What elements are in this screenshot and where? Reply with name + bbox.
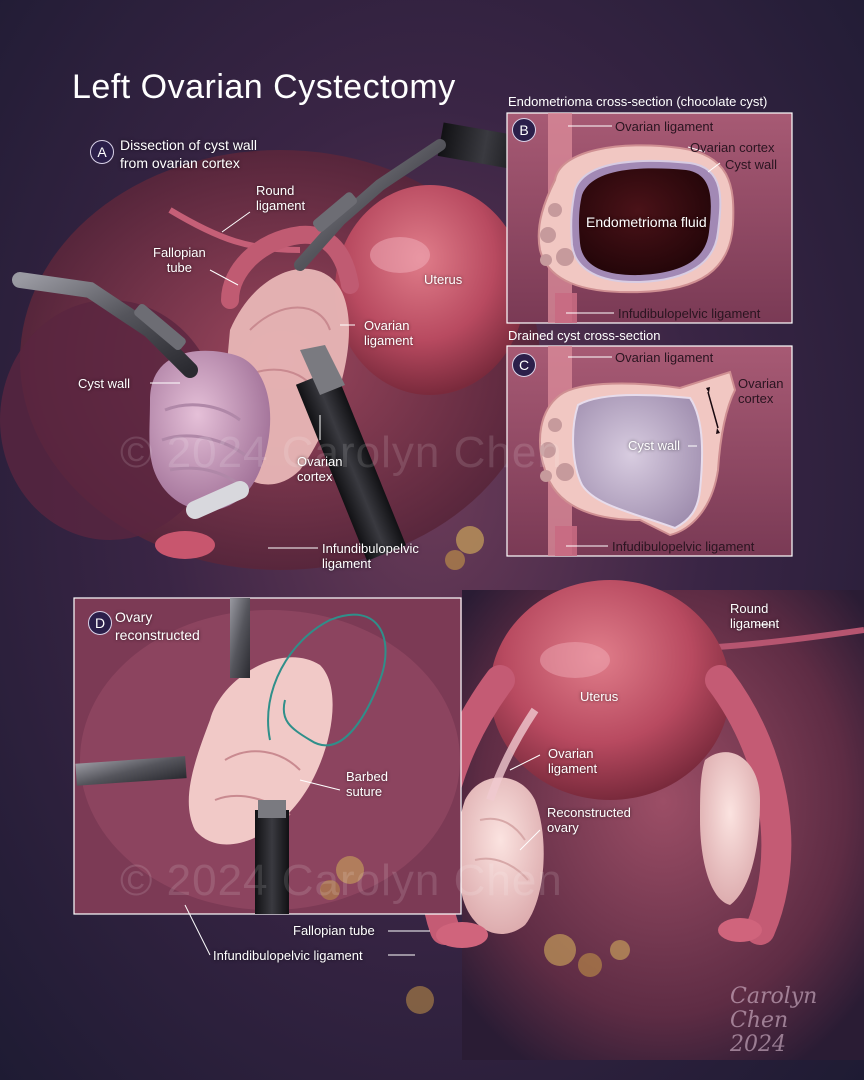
- label-ovarian-cortex-a: Ovarian cortex: [297, 454, 343, 484]
- label-ip-ligament-d: Infundibulopelvic ligament: [213, 948, 363, 963]
- label-ovarian-ligament-a: Ovarian ligament: [364, 318, 414, 348]
- watermark-top: © 2024 Carolyn Chen: [120, 428, 563, 477]
- watermark-bottom: © 2024 Carolyn Chen: [120, 856, 563, 905]
- panel-b-box: [506, 112, 793, 324]
- label-infundibulopelvic-ligament-a: Infundibulopelvic ligament: [322, 541, 419, 571]
- label-ip-ligament-c: Infudibulopelvic ligament: [612, 539, 755, 554]
- label-ip-ligament-b: Infudibulopelvic ligament: [618, 306, 761, 321]
- uterus-a: [335, 185, 525, 395]
- panel-a-caption: Dissection of cyst wall from ovarian cor…: [120, 137, 257, 171]
- panel-c-box: [506, 345, 793, 557]
- panel-d-caption: Ovary reconstructed: [115, 609, 200, 643]
- label-ovarian-ligament-d: Ovarian ligament: [548, 746, 598, 776]
- label-reconstructed-ovary: Reconstructed ovary: [547, 805, 631, 835]
- label-fallopian-tube-a: Fallopian tube: [153, 245, 206, 275]
- barbed-suture-line: [267, 613, 387, 747]
- artist-signature: Carolyn Chen 2024: [730, 984, 818, 1057]
- label-fallopian-tube-d: Fallopian tube: [293, 923, 375, 938]
- label-endometrioma-fluid: Endometrioma fluid: [586, 214, 707, 230]
- panel-c-heading: Drained cyst cross-section: [508, 328, 661, 343]
- panel-d-box: [73, 597, 462, 915]
- panel-c-badge: C: [512, 353, 536, 377]
- leader-lines: [150, 125, 775, 956]
- label-ovarian-cortex-b: Ovarian cortex: [690, 140, 775, 155]
- panel-b-heading: Endometrioma cross-section (chocolate cy…: [508, 94, 768, 109]
- panel-a-badge: A: [90, 140, 114, 164]
- endometrioma-fluid-shape: [578, 168, 711, 276]
- drained-cyst-shape: [572, 394, 704, 530]
- panel-b-badge: B: [512, 118, 536, 142]
- uterus-d: [490, 580, 730, 800]
- cyst-wall-a: [149, 350, 271, 511]
- label-uterus-a: Uterus: [424, 272, 463, 287]
- label-round-ligament-d: Round ligament: [730, 601, 780, 631]
- label-uterus-d: Uterus: [580, 689, 619, 704]
- label-barbed-suture: Barbed suture: [346, 769, 388, 799]
- label-ovarian-ligament-b: Ovarian ligament: [615, 119, 714, 134]
- page-title: Left Ovarian Cystectomy: [72, 68, 456, 106]
- label-ovarian-ligament-c: Ovarian ligament: [615, 350, 714, 365]
- label-cyst-wall-c: Cyst wall: [628, 438, 681, 453]
- label-cyst-wall-a: Cyst wall: [78, 376, 131, 391]
- label-cyst-wall-b: Cyst wall: [725, 157, 778, 172]
- label-ovarian-cortex-c: Ovarian cortex: [738, 376, 784, 406]
- label-round-ligament-a: Round ligament: [256, 183, 306, 213]
- panel-d-badge: D: [88, 611, 112, 635]
- reconstructed-ovary-shape: [457, 777, 544, 934]
